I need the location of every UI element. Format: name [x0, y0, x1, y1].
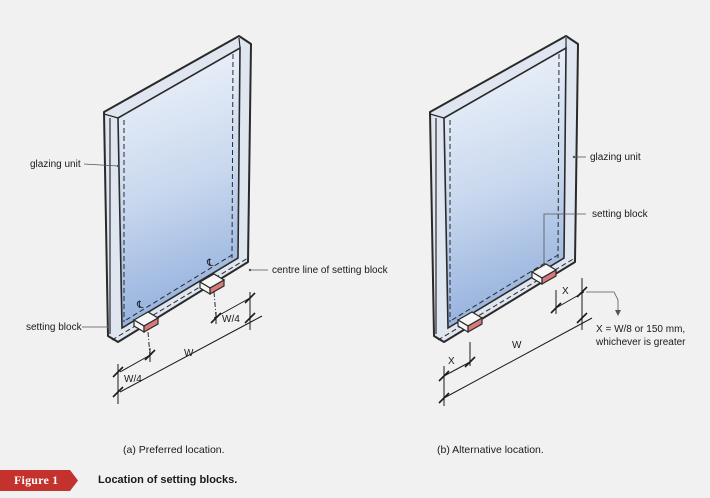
label-centre-line-a: centre line of setting block [272, 265, 389, 276]
panel-preferred-location: ℄ ℄ W/4 W/4 W glazing unit centre [26, 35, 389, 456]
label-glazing-unit-b: glazing unit [590, 152, 641, 163]
dim-w4-right: W/4 [222, 314, 240, 325]
label-glazing-unit-a: glazing unit [30, 159, 81, 170]
dim-x-left: X [448, 356, 455, 367]
figure-badge [0, 470, 78, 491]
centre-line-symbol: ℄ [136, 300, 144, 311]
label-setting-block-a: setting block [26, 322, 83, 333]
setting-block-left [132, 311, 160, 334]
dim-w-left: W [184, 348, 194, 359]
note-x-line1: X = W/8 or 150 mm, [596, 324, 685, 335]
note-x-line2: whichever is greater [595, 337, 686, 348]
setting-block-left [456, 311, 484, 334]
panel-alternative-location: X X W glazing unit setting block X = W/8… [429, 35, 686, 456]
glazing-unit-pane [443, 46, 567, 330]
dim-x-right: X [562, 286, 569, 297]
glazing-unit-pane [117, 46, 241, 330]
figure-caption: Location of setting blocks. [98, 474, 238, 486]
dim-w4-left: W/4 [124, 374, 142, 385]
centre-line-symbol: ℄ [206, 258, 214, 269]
dim-w-right: W [512, 340, 522, 351]
caption-a: (a) Preferred location. [123, 444, 225, 456]
label-setting-block-b: setting block [592, 209, 649, 220]
figure-number: Figure 1 [14, 473, 59, 487]
setting-block-right [530, 263, 558, 286]
caption-b: (b) Alternative location. [437, 444, 544, 456]
setting-block-right [198, 273, 226, 296]
